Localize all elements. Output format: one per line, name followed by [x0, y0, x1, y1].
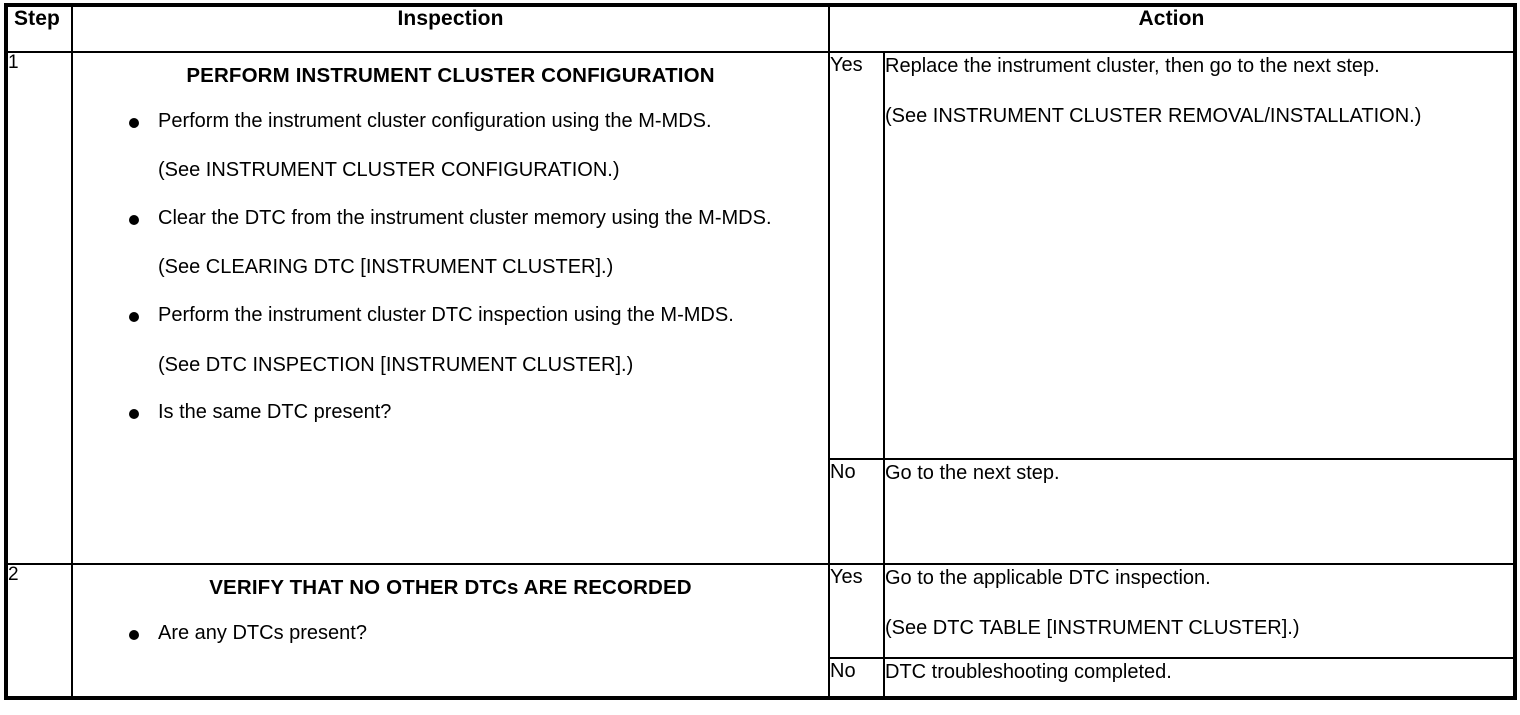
step-number: 1 [5, 51, 73, 565]
column-header-action: Action [828, 4, 1516, 53]
table-header-row: Step Inspection Action [5, 4, 1516, 53]
table-row: No DTC troubleshooting completed. [6, 657, 1516, 699]
inspection-cell: VERIFY THAT NO OTHER DTCs ARE RECORDED A… [71, 563, 830, 699]
answer-label-yes: Yes [828, 562, 885, 660]
inspection-bullet-list: Are any DTCs present? [73, 620, 828, 648]
diagnostic-flow-table: Step Inspection Action 1 PERFORM INSTRUM… [4, 3, 1517, 700]
inspection-cell: PERFORM INSTRUMENT CLUSTER CONFIGURATION… [71, 51, 830, 565]
action-cell: DTC troubleshooting completed. [883, 657, 1516, 699]
bullet-text: Is the same DTC present? [158, 401, 392, 424]
action-cell: Go to the applicable DTC inspection. (Se… [883, 562, 1516, 660]
action-text: DTC troubleshooting completed. [885, 661, 1172, 684]
table-row: No Go to the next step. [6, 457, 1516, 566]
bullet-reference: (See DTC INSPECTION [INSTRUMENT CLUSTER]… [158, 353, 634, 376]
bullet-text: Perform the instrument cluster DTC inspe… [158, 303, 734, 326]
list-item: Is the same DTC present? [73, 399, 828, 427]
list-item: Clear the DTC from the instrument cluste… [73, 205, 828, 282]
action-reference: (See INSTRUMENT CLUSTER REMOVAL/INSTALLA… [885, 104, 1422, 127]
answer-label-yes: Yes [828, 51, 885, 460]
list-item: Perform the instrument cluster DTC inspe… [73, 302, 828, 379]
list-item: Perform the instrument cluster configura… [73, 108, 828, 185]
bullet-reference: (See CLEARING DTC [INSTRUMENT CLUSTER].) [158, 256, 614, 279]
table-row: 2 VERIFY THAT NO OTHER DTCs ARE RECORDED… [5, 562, 1516, 699]
column-header-inspection: Inspection [71, 4, 830, 53]
answer-label-no: No [828, 457, 885, 566]
list-item: Are any DTCs present? [73, 620, 828, 648]
bullet-text: Are any DTCs present? [158, 621, 367, 644]
bullet-text: Perform the instrument cluster configura… [158, 109, 712, 132]
troubleshooting-flow-sheet: Step Inspection Action 1 PERFORM INSTRUM… [0, 3, 1520, 715]
answer-label-no: No [828, 657, 885, 699]
inspection-title: PERFORM INSTRUMENT CLUSTER CONFIGURATION [186, 64, 715, 87]
bullet-reference: (See INSTRUMENT CLUSTER CONFIGURATION.) [158, 159, 620, 182]
action-text: Replace the instrument cluster, then go … [885, 55, 1380, 77]
action-cell: Go to the next step. [883, 457, 1516, 566]
action-cell: Replace the instrument cluster, then go … [883, 51, 1516, 460]
inspection-title: VERIFY THAT NO OTHER DTCs ARE RECORDED [209, 576, 692, 599]
inspection-bullet-list: Perform the instrument cluster configura… [73, 108, 828, 427]
bullet-text: Clear the DTC from the instrument cluste… [158, 206, 772, 229]
action-text: Go to the applicable DTC inspection. [885, 567, 1211, 589]
action-text: Go to the next step. [885, 461, 1060, 484]
column-header-step: Step [5, 4, 73, 53]
table-row: 1 PERFORM INSTRUMENT CLUSTER CONFIGURATI… [5, 51, 1516, 565]
step-number: 2 [5, 563, 73, 699]
action-reference: (See DTC TABLE [INSTRUMENT CLUSTER].) [885, 616, 1300, 639]
